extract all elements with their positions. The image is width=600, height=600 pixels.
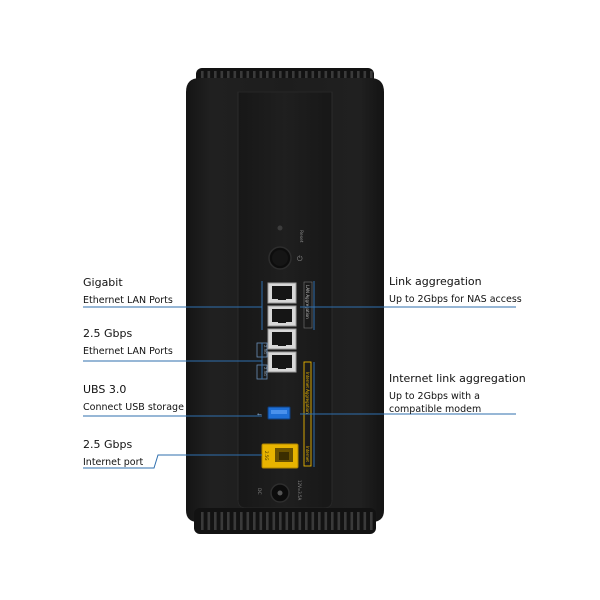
callout-subtitle: Internet port	[83, 456, 144, 468]
power-button[interactable]	[268, 246, 292, 270]
internet-port[interactable]	[261, 443, 299, 469]
callout-25g-lan: 2.5 Gbps Ethernet LAN Ports	[83, 327, 173, 358]
gigabit-lan-ports[interactable]	[267, 282, 297, 373]
vent-slot	[207, 512, 211, 530]
power-rating: 12V=3.5A	[297, 480, 302, 501]
vent-slot	[318, 512, 321, 530]
vent-slot	[285, 512, 289, 530]
vent-slot	[370, 512, 373, 530]
power-icon: ⏻	[297, 255, 303, 263]
internet-port-speed: 2.5G	[264, 451, 269, 460]
callout-title: UBS 3.0	[83, 383, 127, 396]
svg-text:2.5G: 2.5G	[263, 367, 268, 376]
reset-hole[interactable]	[277, 225, 283, 231]
callout-lines	[83, 281, 516, 469]
vent-slot	[272, 512, 276, 530]
callout-title: Link aggregation	[389, 275, 482, 288]
vent-slot	[311, 512, 315, 530]
ethernet-port[interactable]	[267, 328, 297, 350]
vent-slot	[233, 512, 237, 530]
vent-slot	[305, 512, 308, 530]
callout-usb: UBS 3.0 Connect USB storage	[83, 383, 184, 414]
usb-icon: ⭠	[257, 411, 262, 418]
callout-subtitle: compatible modem	[389, 403, 482, 415]
vent-slot	[324, 512, 328, 530]
ethernet-port[interactable]	[267, 282, 297, 304]
callout-title: 2.5 Gbps	[83, 327, 133, 340]
callout-link-aggregation: Link aggregation Up to 2Gbps for NAS acc…	[389, 275, 522, 306]
callout-title: Internet link aggregation	[389, 372, 526, 385]
vent-slot	[279, 512, 282, 530]
vent-slot	[298, 512, 302, 530]
vent-slot	[350, 512, 354, 530]
callout-title: 2.5 Gbps	[83, 438, 133, 451]
vent-slot	[331, 512, 334, 530]
vent-slot	[266, 512, 269, 530]
ethernet-port[interactable]	[267, 305, 297, 327]
vent-slot	[246, 512, 250, 530]
svg-text:2.5G: 2.5G	[263, 345, 268, 354]
callout-internet-link-aggregation: Internet link aggregation Up to 2Gbps wi…	[389, 372, 526, 416]
vent-slot	[292, 512, 295, 530]
dc-label: DC	[256, 488, 262, 495]
bottom-vents	[194, 508, 376, 534]
vent-slot	[220, 512, 224, 530]
callout-subtitle: Ethernet LAN Ports	[83, 345, 173, 357]
svg-text:Internet: Internet	[305, 446, 310, 462]
callout-internet-port: 2.5 Gbps Internet port	[83, 438, 143, 469]
callout-subtitle: Connect USB storage	[83, 401, 184, 413]
vent-slot	[344, 512, 347, 530]
vent-slot	[357, 512, 360, 530]
vent-slot	[253, 512, 256, 530]
svg-text:LAN Aggregation: LAN Aggregation	[305, 285, 310, 319]
vent-slot	[214, 512, 217, 530]
ethernet-port[interactable]	[267, 351, 297, 373]
vent-slot	[337, 512, 341, 530]
reset-label: Reset	[298, 230, 304, 243]
vent-slot	[259, 512, 263, 530]
lan-aggregation-tag: LAN Aggregation	[303, 281, 313, 329]
vent-slot	[363, 512, 367, 530]
vent-slot	[201, 512, 204, 530]
callout-subtitle: Up to 2Gbps for NAS access	[389, 293, 522, 305]
callout-subtitle: Up to 2Gbps with a	[389, 390, 480, 402]
callout-subtitle: Ethernet LAN Ports	[83, 294, 173, 306]
callout-gigabit-lan: Gigabit Ethernet LAN Ports	[83, 276, 173, 307]
callout-title: Gigabit	[83, 276, 123, 289]
vent-slot	[227, 512, 230, 530]
dc-power-jack[interactable]	[270, 483, 290, 503]
svg-text:Internet Aggregation: Internet Aggregation	[305, 372, 310, 414]
usb-port[interactable]	[267, 406, 291, 420]
vent-slot	[240, 512, 243, 530]
